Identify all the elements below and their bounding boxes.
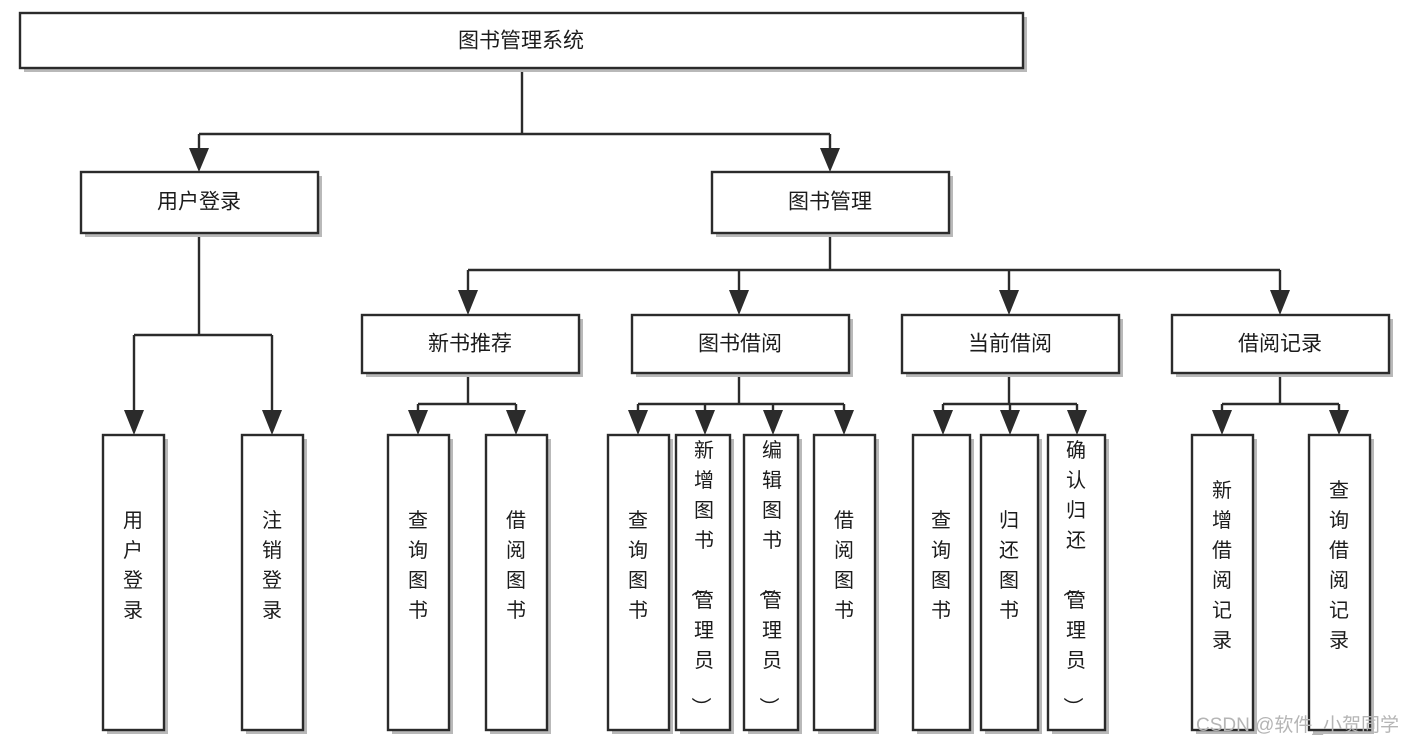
node-newbook-box bbox=[360, 313, 581, 375]
node-leaf-confirm-return-box bbox=[1046, 433, 1107, 732]
node-newbook[interactable]: 新书推荐 bbox=[360, 313, 583, 377]
node-leaf-add-record-box bbox=[1190, 433, 1255, 732]
arrowhead-user-logout bbox=[262, 410, 282, 435]
arrowhead-return-book bbox=[1000, 410, 1020, 435]
node-leaf-borrow-book-2-box bbox=[812, 433, 877, 732]
node-leaf-borrow-book-2-label: 借阅图书 bbox=[834, 509, 854, 622]
node-leaf-query-record[interactable]: 查询借阅记录 bbox=[1307, 433, 1374, 734]
node-newbook-label: 新书推荐 bbox=[428, 333, 512, 356]
node-borrow[interactable]: 图书借阅 bbox=[630, 313, 853, 377]
node-leaf-query-book-1[interactable]: 查询图书 bbox=[386, 433, 453, 734]
node-leaf-add-book-box bbox=[674, 433, 732, 732]
node-records[interactable]: 借阅记录 bbox=[1170, 313, 1393, 377]
node-current[interactable]: 当前借阅 bbox=[900, 313, 1123, 377]
node-login[interactable]: 用户登录 bbox=[79, 170, 322, 237]
node-leaf-user-login[interactable]: 用户登录 bbox=[101, 433, 168, 734]
edge-group bbox=[124, 68, 1349, 435]
arrowhead-query-book-2 bbox=[628, 410, 648, 435]
node-leaf-user-logout[interactable]: 注销登录 bbox=[240, 433, 307, 734]
node-leaf-user-login-box bbox=[101, 433, 166, 732]
node-current-label: 当前借阅 bbox=[968, 333, 1052, 356]
node-leaf-query-record-box bbox=[1307, 433, 1372, 732]
arrowhead-records bbox=[1270, 290, 1290, 315]
arrowhead-borrow-book-1 bbox=[506, 410, 526, 435]
arrowhead-bookmgmt bbox=[820, 148, 840, 172]
node-records-label: 借阅记录 bbox=[1238, 333, 1322, 356]
node-current-box bbox=[900, 313, 1121, 375]
node-login-box bbox=[79, 170, 320, 235]
node-root-box bbox=[18, 11, 1025, 70]
node-leaf-query-book-2-box bbox=[606, 433, 671, 732]
node-leaf-add-record-label: 新增借阅记录 bbox=[1212, 479, 1232, 652]
node-leaf-query-book-1-label: 查询图书 bbox=[408, 509, 428, 622]
node-leaf-borrow-book-2[interactable]: 借阅图书 bbox=[812, 433, 879, 734]
node-leaf-confirm-return[interactable]: 确认归还（管理员） bbox=[1046, 433, 1109, 734]
node-leaf-borrow-book-1-label: 借阅图书 bbox=[506, 509, 526, 622]
node-records-box bbox=[1170, 313, 1391, 375]
node-borrow-box bbox=[630, 313, 851, 375]
node-leaf-query-book-1-box bbox=[386, 433, 451, 732]
node-leaf-return-book[interactable]: 归还图书 bbox=[979, 433, 1042, 734]
node-leaf-query-book-3-box bbox=[911, 433, 972, 732]
arrowhead-login bbox=[189, 148, 209, 172]
node-login-label: 用户登录 bbox=[157, 191, 241, 214]
arrowhead-query-book-1 bbox=[408, 410, 428, 435]
node-bookmgmt-box bbox=[710, 170, 951, 235]
node-leaf-user-logout-box bbox=[240, 433, 305, 732]
node-borrow-label: 图书借阅 bbox=[698, 333, 782, 356]
node-leaf-user-login-label: 用户登录 bbox=[123, 510, 143, 622]
node-bookmgmt[interactable]: 图书管理 bbox=[710, 170, 953, 237]
node-leaf-query-book-2[interactable]: 查询图书 bbox=[606, 433, 673, 734]
node-bookmgmt-label: 图书管理 bbox=[788, 191, 872, 214]
node-leaf-borrow-book-1[interactable]: 借阅图书 bbox=[484, 433, 551, 734]
arrowhead-newbook bbox=[458, 290, 478, 315]
arrowhead-edit-book bbox=[763, 410, 783, 435]
node-leaf-confirm-return-label: 确认归还（管理员） bbox=[1061, 439, 1086, 717]
node-root-label: 图书管理系统 bbox=[458, 30, 584, 53]
arrowhead-query-book-3 bbox=[933, 410, 953, 435]
node-leaf-edit-book-box bbox=[742, 433, 800, 732]
node-leaf-edit-book-label: 编辑图书（管理员） bbox=[757, 439, 782, 717]
node-leaf-query-book-3-label: 查询图书 bbox=[931, 509, 951, 622]
node-leaf-edit-book[interactable]: 编辑图书（管理员） bbox=[742, 433, 802, 734]
arrowhead-add-record bbox=[1212, 410, 1232, 435]
node-leaf-query-record-label: 查询借阅记录 bbox=[1329, 479, 1349, 652]
arrowhead-borrow bbox=[729, 290, 749, 315]
node-leaf-query-book-2-label: 查询图书 bbox=[628, 509, 648, 622]
arrowhead-confirm-return bbox=[1067, 410, 1087, 435]
node-leaf-add-book-label: 新增图书（管理员） bbox=[689, 439, 714, 717]
arrowhead-borrow-book-2 bbox=[834, 410, 854, 435]
arrowhead-add-book bbox=[695, 410, 715, 435]
arrowhead-current bbox=[999, 290, 1019, 315]
node-leaf-return-book-label: 归还图书 bbox=[999, 509, 1019, 622]
node-leaf-add-book[interactable]: 新增图书（管理员） bbox=[674, 433, 734, 734]
node-leaf-add-record[interactable]: 新增借阅记录 bbox=[1190, 433, 1257, 734]
node-leaf-borrow-book-1-box bbox=[484, 433, 549, 732]
arrowhead-query-record bbox=[1329, 410, 1349, 435]
node-leaf-return-book-box bbox=[979, 433, 1040, 732]
csdn-watermark: CSDN @软件_小贺同学 bbox=[1196, 714, 1399, 736]
arrowhead-user-login bbox=[124, 410, 144, 435]
node-leaf-query-book-3[interactable]: 查询图书 bbox=[911, 433, 974, 734]
node-root[interactable]: 图书管理系统 bbox=[18, 11, 1027, 72]
node-leaf-user-logout-label: 注销登录 bbox=[262, 509, 282, 622]
